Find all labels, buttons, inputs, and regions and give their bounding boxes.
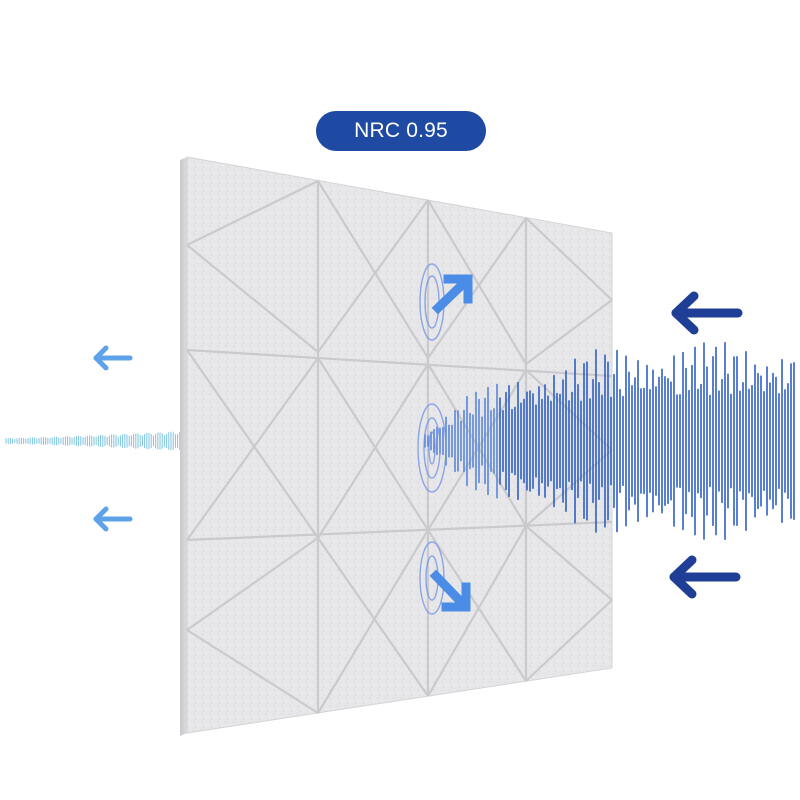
arrow-down-right-icon — [429, 569, 471, 612]
arrow-up-right-icon — [431, 274, 473, 315]
acoustic-panel — [186, 156, 613, 734]
panel-edge — [180, 157, 187, 736]
nrc-badge: NRC 0.95 — [316, 111, 486, 151]
arrow-left-icon — [93, 345, 133, 371]
transmitted-wave — [5, 431, 183, 451]
arrow-left-icon — [669, 555, 741, 599]
incoming-wave — [424, 342, 795, 540]
panel-grooves — [186, 180, 613, 714]
arrow-left-icon — [671, 291, 743, 335]
arrow-left-icon — [93, 506, 133, 532]
